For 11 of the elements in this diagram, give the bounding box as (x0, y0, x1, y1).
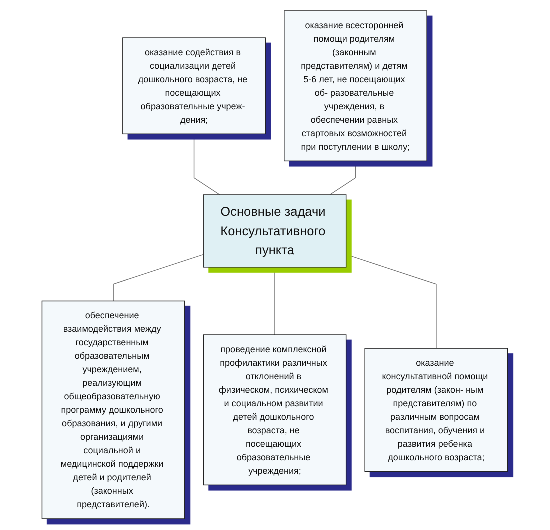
connector (274, 267, 276, 336)
node-box: проведение комплексной профилактики различных отклонений в физическом, психическом и социальном развитии детей дошкольного возраста, не посещающих образовательные учреждения; (203, 334, 347, 486)
node-box: Основные задачи Консультативного пункта (203, 194, 347, 268)
connector (113, 254, 204, 302)
node-box: оказание всесторонней помощи родителям (законным представителям) и детям 5-6 лет, не посещающих об- разовательные учреждения, в обеспечении равных стартовых возможностей при поступлении в школу; (284, 10, 428, 162)
connector (194, 134, 220, 196)
node-box: обеспечение взаимодействия между государственным образовательным учреждением, реализующим общеобразовательную программу дошкольного образования, и другими организациями социальной и медицинской поддержки детей и родителей (законных представителей). (42, 300, 186, 520)
connector (346, 254, 437, 349)
connector (330, 160, 356, 196)
node-box: оказание содействия в социализации детей дошкольного возраста, не посещающих образовательные учреж- дения; (122, 38, 266, 135)
node-box: оказание консультативной помощи родителям (закон- ным представителям) по различным вопросам воспитания, обучения и развития ребенка дошкольного возраста; (364, 348, 508, 472)
